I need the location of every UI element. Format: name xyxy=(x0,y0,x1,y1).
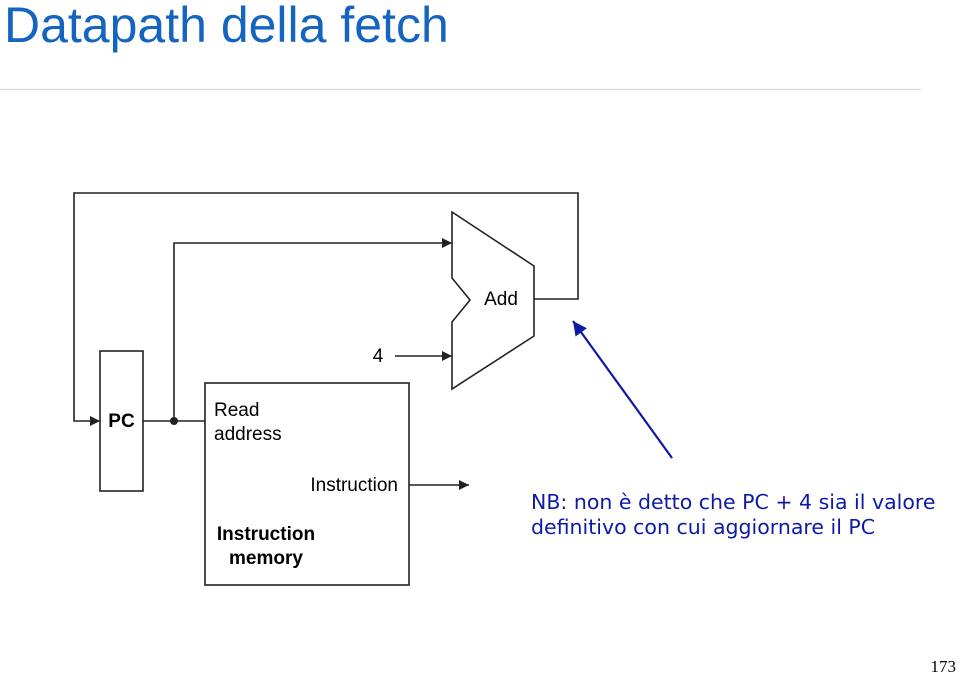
note-line-1: NB: non è detto che PC + 4 sia il valore xyxy=(531,490,936,514)
pc-register xyxy=(99,350,144,492)
note-pointer-arrow xyxy=(572,320,673,459)
read-address-label-line1: Read xyxy=(214,400,259,421)
read-address-label-line2: address xyxy=(214,424,282,445)
page-number: 173 xyxy=(930,657,957,676)
instruction-memory-block xyxy=(204,382,410,586)
pc-to-adder-wire xyxy=(173,238,452,421)
wire-junction-dot xyxy=(170,417,178,425)
note-line-2: definitivo con cui aggiornare il PC xyxy=(531,515,876,539)
adder-to-pc-feedback-wire xyxy=(73,192,579,426)
instruction-memory-label-line1: Instruction xyxy=(217,524,315,545)
title-divider xyxy=(0,89,921,90)
slide-title: Datapath della fetch xyxy=(4,0,449,53)
adder-label: Add xyxy=(484,289,518,310)
instruction-output-label: Instruction xyxy=(310,475,398,496)
constant-four-label: 4 xyxy=(373,346,384,367)
instruction-memory-label-line2: memory xyxy=(229,548,303,569)
pc-label: PC xyxy=(108,411,135,432)
note-text: NB: non è detto che PC + 4 sia il valore… xyxy=(531,490,935,540)
